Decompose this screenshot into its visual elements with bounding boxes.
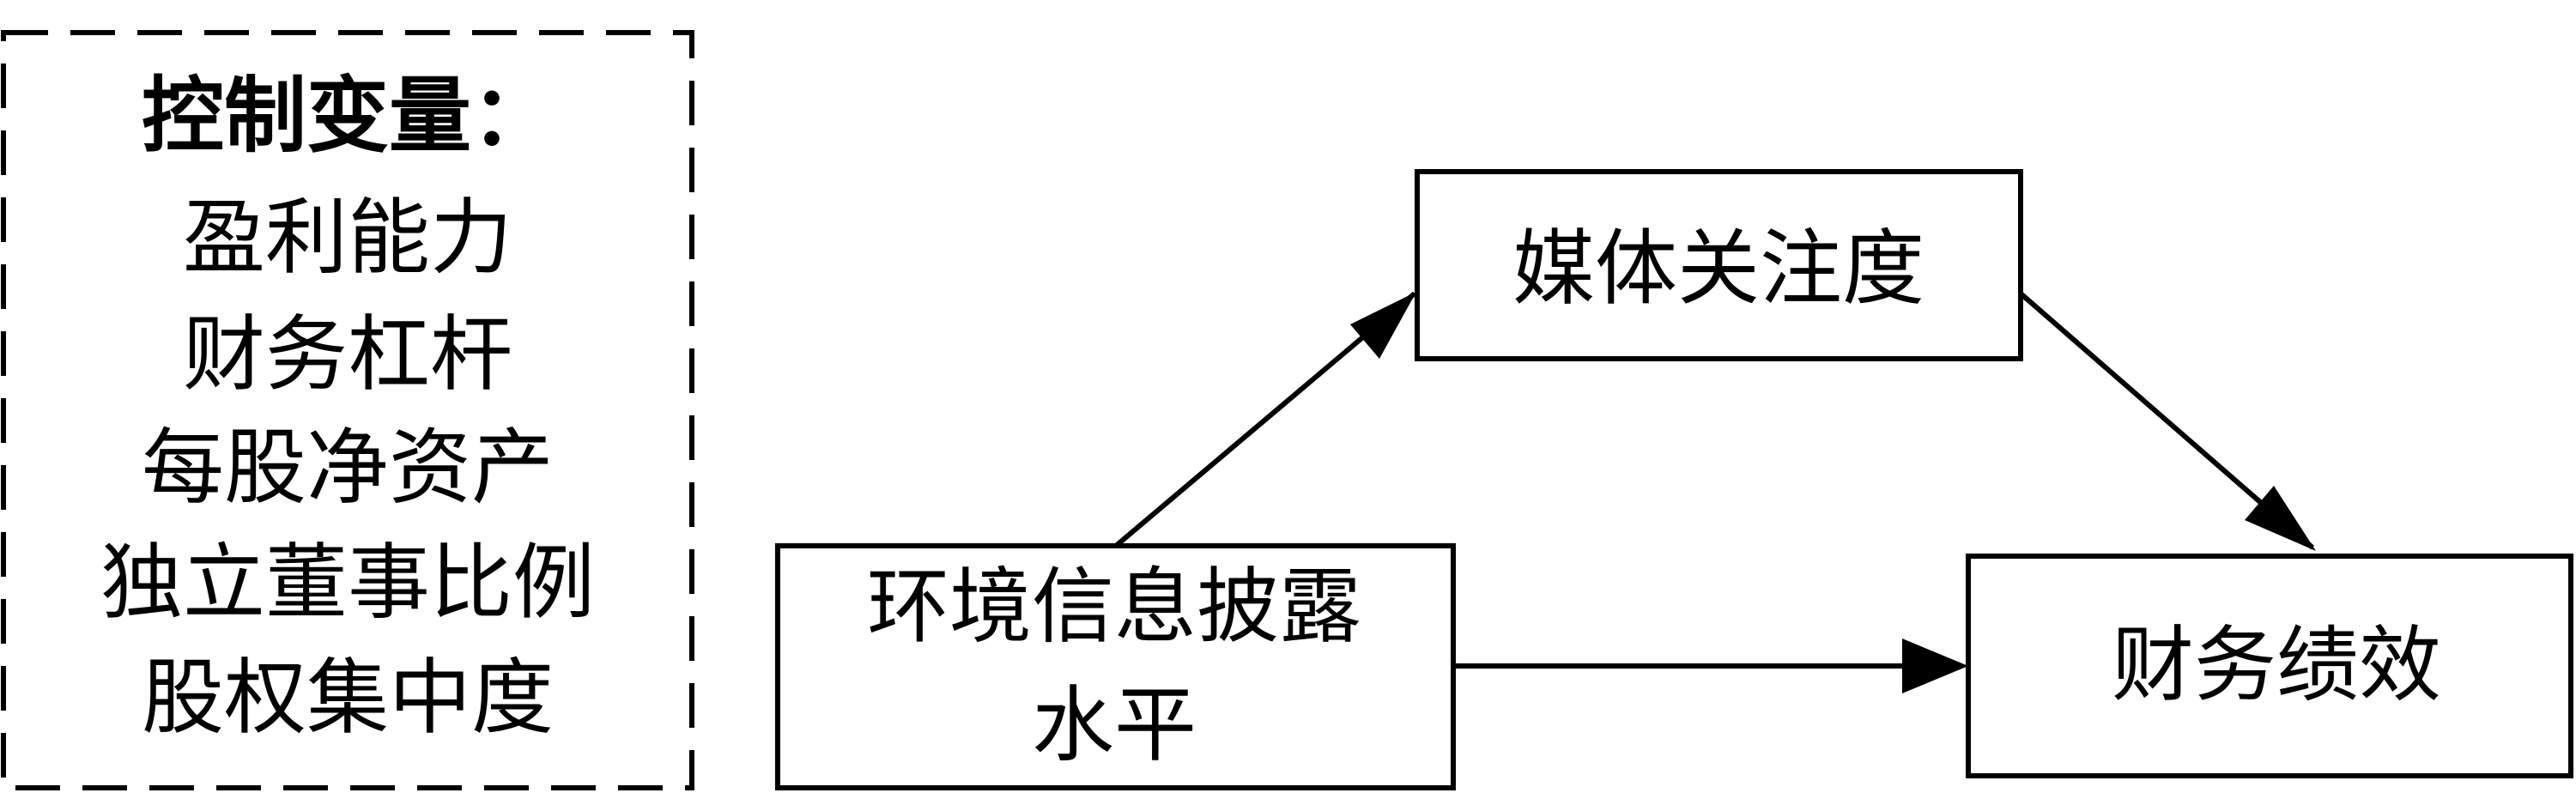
arrowhead-disclosure-to-performance — [1902, 639, 1968, 693]
control-variable-item: 独立董事比例 — [100, 535, 595, 631]
media-attention-node: 媒体关注度 — [1415, 169, 2023, 361]
arrowhead-media-to-performance — [2245, 486, 2316, 551]
financial-performance-label: 财务绩效 — [2112, 617, 2441, 713]
env-disclosure-node: 环境信息披露 水平 — [775, 543, 1456, 790]
env-disclosure-label-line1: 环境信息披露 — [867, 559, 1361, 655]
arrowhead-disclosure-to-media — [1350, 292, 1416, 359]
control-variables-dashed-border — [1, 30, 694, 790]
media-attention-label: 媒体关注度 — [1512, 221, 1924, 317]
control-variable-item: 财务杠杆 — [183, 306, 512, 402]
control-variables-title: 控制变量： — [142, 68, 554, 164]
control-variable-item: 股权集中度 — [142, 650, 554, 746]
env-disclosure-label-line2: 水平 — [1032, 677, 1197, 773]
control-variable-item: 每股净资产 — [142, 420, 554, 516]
control-variable-item: 盈利能力 — [183, 190, 512, 286]
financial-performance-node: 财务绩效 — [1966, 554, 2573, 778]
env-disclosure-box — [775, 543, 1456, 790]
media-attention-box — [1415, 169, 2023, 361]
control-variables-panel: 控制变量： 盈利能力 财务杠杆 每股净资产 独立董事比例 股权集中度 — [1, 30, 694, 790]
